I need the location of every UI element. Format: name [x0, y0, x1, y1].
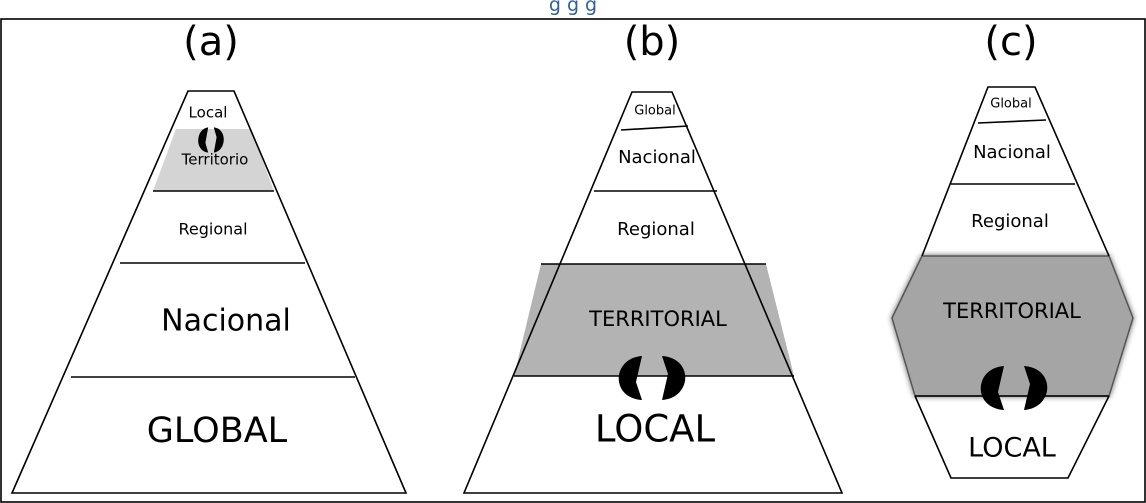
panel-c-level-4: TERRITORIAL	[942, 299, 1081, 323]
panel-a-territorio-band	[153, 129, 274, 191]
panel-c-level-1: Global	[990, 97, 1031, 112]
panel-a-label: (a)	[183, 19, 239, 65]
panel-a-level-5: GLOBAL	[147, 411, 288, 451]
panel-a-level-1: Local	[189, 104, 228, 122]
panel-c-level-2: Nacional	[973, 142, 1051, 163]
cropped-header-text: g g g	[548, 0, 598, 16]
panel-a: (a) Local Territorio Regional Nacional G…	[10, 19, 408, 494]
panel-b: (b) Global Nacional Regional TERRITORIAL…	[462, 19, 844, 494]
panel-b-territorial-band	[514, 264, 794, 376]
panel-b-level-3: Regional	[617, 219, 695, 240]
panel-c-upper-outline	[921, 86, 1110, 257]
panel-a-level-4: Nacional	[161, 304, 291, 339]
panel-a-level-3: Regional	[178, 220, 247, 239]
panel-b-level-1: Global	[634, 104, 675, 119]
panel-c-label: (c)	[984, 19, 1037, 65]
panel-c-level-5: LOCAL	[968, 433, 1056, 464]
panel-b-level-4: TERRITORIAL	[588, 307, 727, 331]
panel-b-label: (b)	[624, 19, 681, 65]
panel-a-cycle-arrows-icon	[198, 127, 224, 153]
panel-a-pyramid-outline	[10, 90, 408, 494]
panel-c-level-3: Regional	[971, 211, 1049, 232]
figure-frame	[0, 18, 1146, 503]
panel-c-cycle-arrows-icon	[980, 366, 1048, 410]
panel-b-pyramid-outline	[462, 91, 844, 494]
panel-b-level-2: Nacional	[618, 147, 696, 168]
panel-b-level-5: LOCAL	[595, 408, 716, 451]
panel-a-level-2: Territorio	[181, 151, 249, 169]
panel-c-territorial-band	[891, 255, 1134, 397]
panel-c-lower-outline	[914, 395, 1110, 479]
panel-c: (c) Global Nacional Regional TERRITORIAL…	[891, 19, 1134, 479]
panel-b-cycle-arrows-icon	[618, 356, 686, 400]
